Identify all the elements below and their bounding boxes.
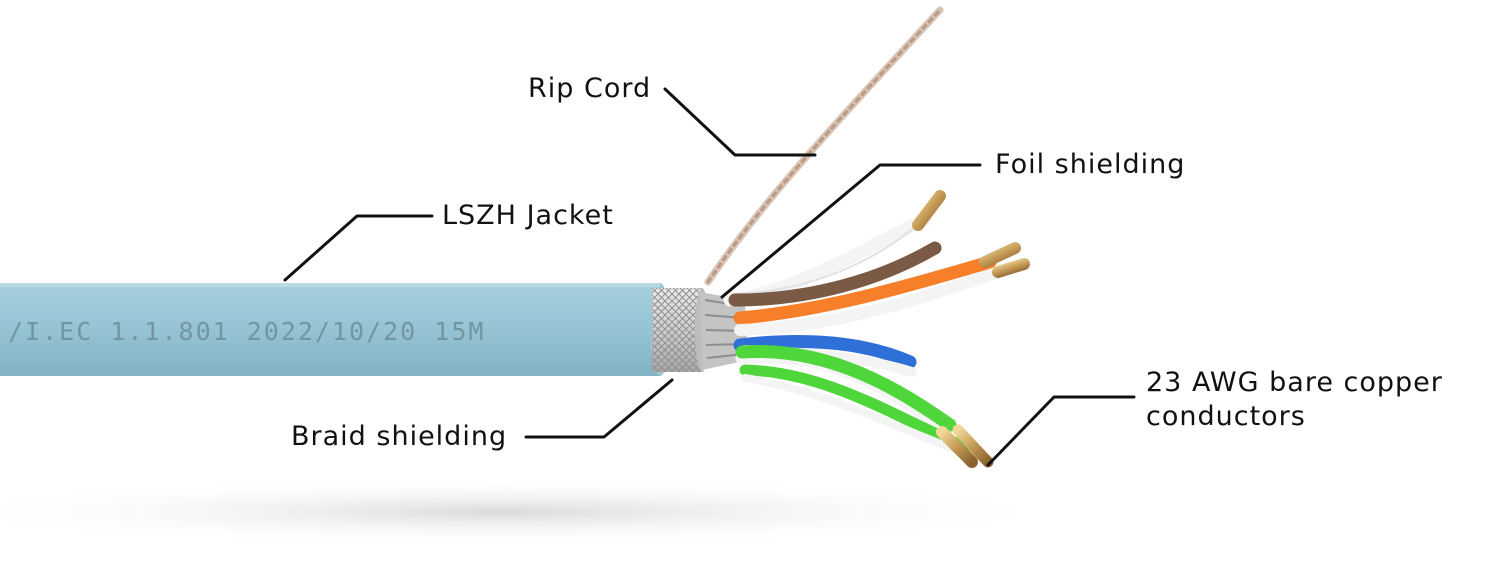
conductors-label-line1: 23 AWG bare copper — [1146, 367, 1443, 398]
conductors-label-line2: conductors — [1146, 401, 1306, 432]
foil-shielding-leader — [720, 163, 982, 299]
rip-cord — [704, 6, 944, 286]
lszh-jacket: /I.EC 1.1.801 2022/10/20 15M — [0, 283, 670, 376]
conductors-label: 23 AWG bare copper conductors — [1146, 366, 1476, 434]
rip-cord-label: Rip Cord — [528, 73, 652, 104]
copper-conductors — [912, 190, 1030, 468]
cable-shadow — [0, 478, 1080, 546]
twisted-pairs — [723, 213, 1016, 459]
lszh-jacket-leader — [283, 214, 434, 282]
cable-print-text: /I.EC 1.1.801 2022/10/20 15M — [8, 317, 485, 346]
lszh-jacket-label: LSZH Jacket — [442, 200, 614, 231]
braid-shielding-label: Braid shielding — [291, 421, 508, 452]
braid-shielding — [652, 288, 709, 372]
rip-cord-leader — [663, 87, 817, 157]
foil-shielding-label: Foil shielding — [995, 149, 1186, 180]
braid-shielding-leader — [524, 378, 674, 439]
conductors-leader — [986, 395, 1136, 467]
